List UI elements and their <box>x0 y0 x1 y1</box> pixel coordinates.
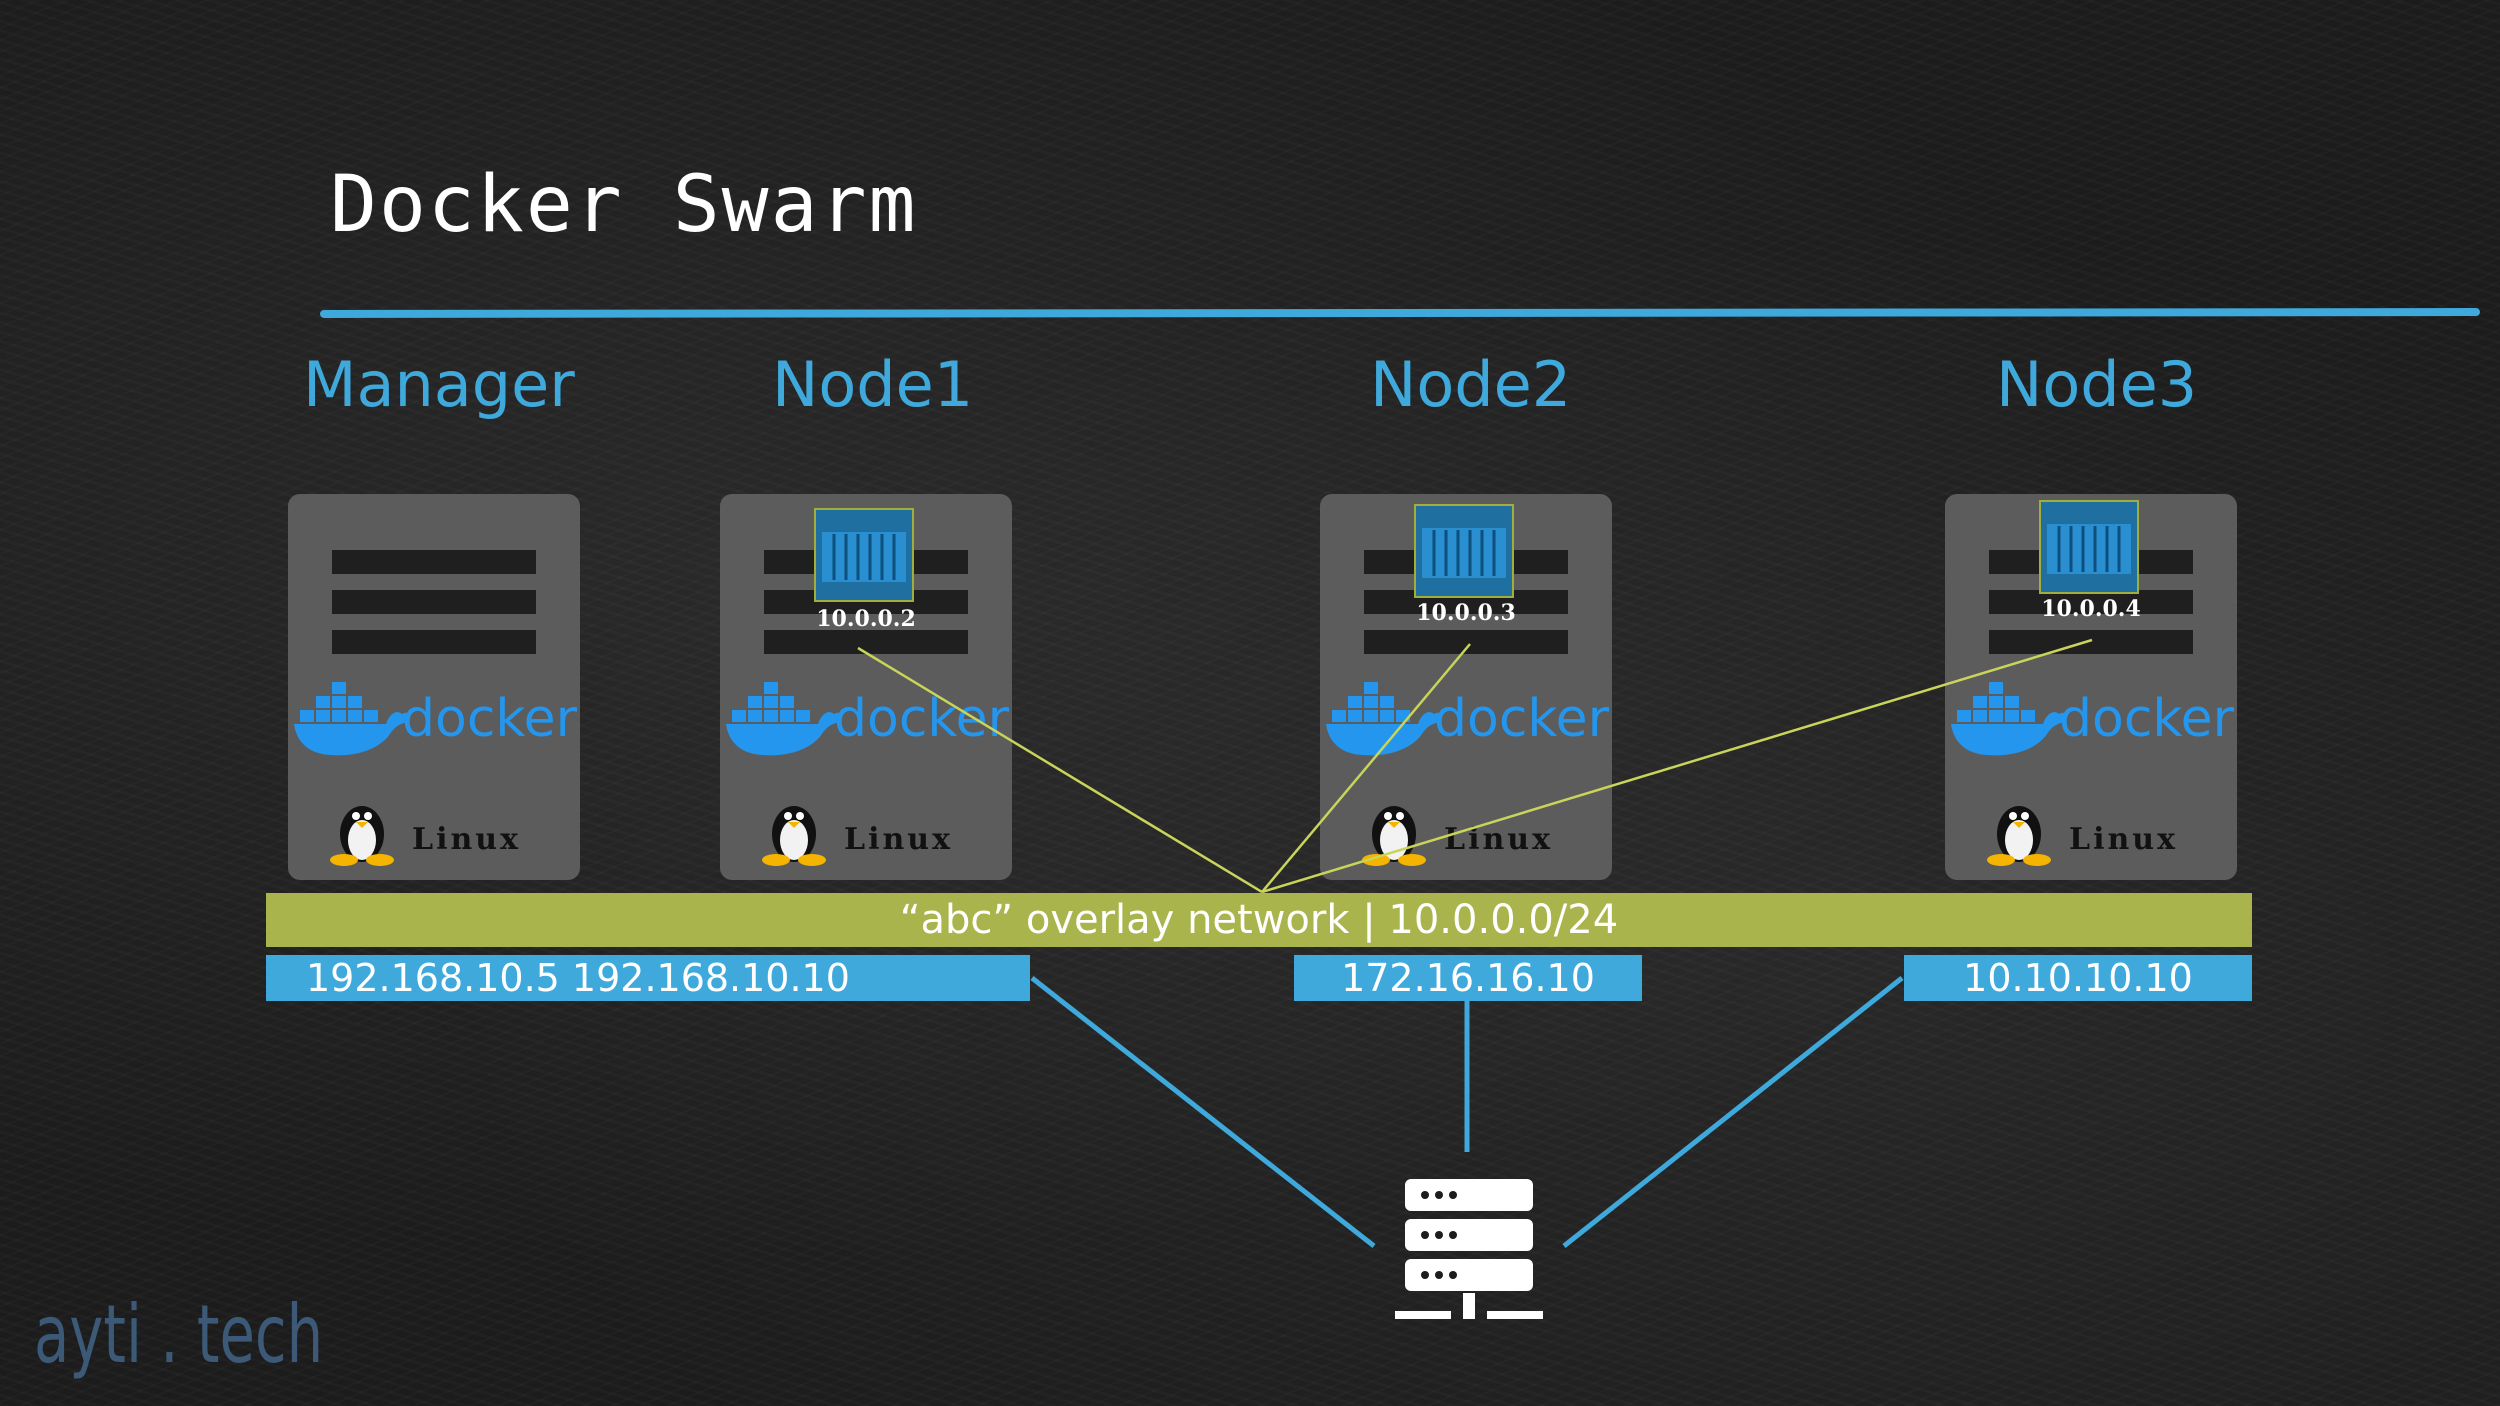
docker-whale-icon: docker <box>1326 682 1610 756</box>
server-slot <box>332 590 536 614</box>
node1: 10.0.0.2 docker Linux <box>720 494 1012 880</box>
container-icon <box>814 508 914 602</box>
watermark-logo: ayti . tech <box>34 1288 324 1381</box>
node2: 10.0.0.3 docker Linux <box>1320 494 1612 880</box>
container-icon <box>1414 504 1514 598</box>
server-slot <box>764 630 968 654</box>
docker-wordmark: docker <box>834 689 1010 749</box>
node-label-node2: Node2 <box>1370 348 1572 421</box>
node-label-manager: Manager <box>303 348 575 421</box>
linux-tux-icon <box>1987 806 2051 866</box>
manager-node: docker Linux <box>288 494 580 880</box>
server-icon <box>1395 1179 1543 1319</box>
linux-tux-icon <box>762 806 826 866</box>
docker-wordmark: docker <box>402 689 578 749</box>
linux-tux-icon <box>330 806 394 866</box>
slide-title: Docker Swarm <box>330 160 918 250</box>
server-slot <box>1989 630 2193 654</box>
node3: 10.0.0.4 docker Linux <box>1945 494 2237 880</box>
host-ip-bar-middle: 172.16.16.10 <box>1294 955 1642 1001</box>
host-links <box>1030 976 1904 1248</box>
container-icon <box>2039 500 2139 594</box>
node-label-node3: Node3 <box>1996 348 2198 421</box>
host-ip-bar-left: 192.168.10.5 192.168.10.10 <box>266 955 1030 1001</box>
docker-whale-icon: docker <box>726 682 1010 756</box>
docker-wordmark: docker <box>2059 689 2235 749</box>
docker-whale-icon: docker <box>1951 682 2235 756</box>
linux-label: Linux <box>2069 822 2178 857</box>
overlay-links <box>857 638 2093 894</box>
container-ip: 10.0.0.3 <box>1416 600 1516 626</box>
host-ip-bar-right: 10.10.10.10 <box>1904 955 2252 1001</box>
docker-whale-icon: docker <box>294 682 578 756</box>
container-ip: 10.0.0.2 <box>816 606 916 632</box>
docker-wordmark: docker <box>1434 689 1610 749</box>
server-slot <box>1989 590 2193 614</box>
node-label-node1: Node1 <box>772 348 974 421</box>
container-ip: 10.0.0.4 <box>2041 596 2141 622</box>
overlay-network-bar: “abc” overlay network | 10.0.0.0/24 <box>266 893 2252 947</box>
linux-label: Linux <box>844 822 953 857</box>
server-slot <box>332 550 536 574</box>
linux-label: Linux <box>1444 822 1553 857</box>
server-slot <box>332 630 536 654</box>
linux-label: Linux <box>412 822 521 857</box>
